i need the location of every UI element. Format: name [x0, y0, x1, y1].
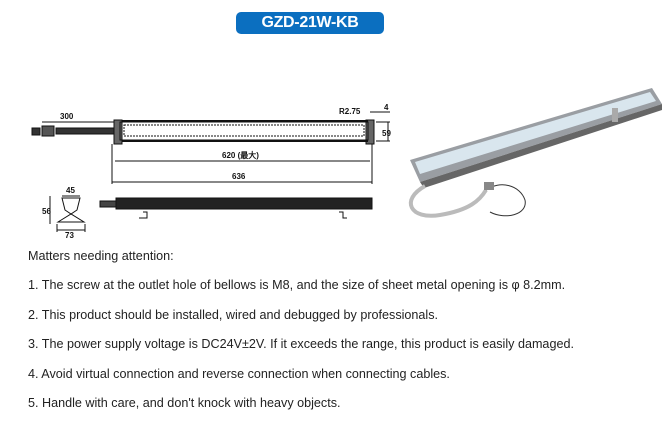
dim-300: 300: [60, 112, 74, 121]
attention-notes: Matters needing attention: 1. The screw …: [28, 247, 574, 423]
note-item: 4. Avoid virtual connection and reverse …: [28, 366, 450, 381]
dim-73: 73: [65, 231, 74, 240]
dim-620: 620 (最大): [222, 150, 259, 160]
note-item: 1. The screw at the outlet hole of bello…: [28, 278, 566, 293]
dim-45: 45: [66, 186, 75, 195]
note-item: 5. Handle with care, and don't knock wit…: [28, 395, 341, 410]
notes-heading: Matters needing attention:: [28, 249, 174, 263]
note-item: 2. This product should be installed, wir…: [28, 307, 439, 322]
technical-drawing: 300 R2.75 4 59 620 (最大) 636 45 56 73: [31, 88, 662, 240]
dim-4: 4: [384, 103, 389, 112]
dim-56: 56: [42, 207, 51, 216]
dim-636: 636: [232, 172, 246, 181]
dim-r275: R2.75: [339, 107, 361, 116]
product-photo: [408, 88, 662, 218]
dim-59: 59: [382, 129, 391, 138]
model-title-badge: GZD-21W-KB: [236, 12, 384, 34]
note-item: 3. The power supply voltage is DC24V±2V.…: [28, 337, 574, 352]
